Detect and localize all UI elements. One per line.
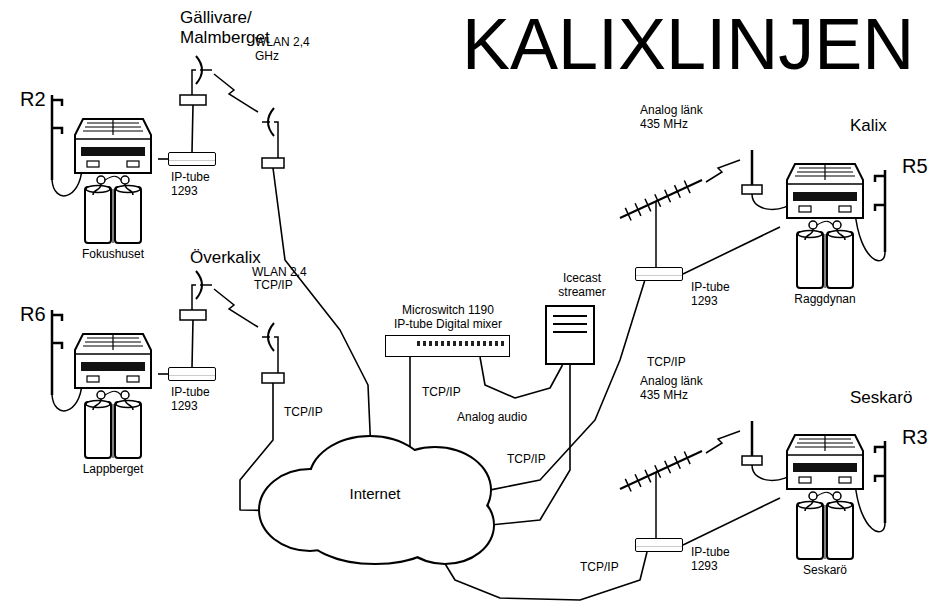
site-name: Seskarö (850, 388, 912, 408)
kalix-site (620, 150, 885, 288)
node-text: IP-tube 1293 (691, 545, 746, 573)
link-label: Analog länk 435 MHz (640, 104, 725, 132)
network-link (683, 227, 780, 274)
link-label: Analog audio (455, 410, 529, 424)
network-link (409, 357, 411, 447)
network-link (192, 105, 370, 435)
node-text: Internet (350, 485, 401, 503)
repeater-id: R2 (20, 88, 46, 111)
node-text: Seskarö (760, 563, 890, 577)
link-label: TCP/IP (420, 385, 463, 399)
seskaro-site (620, 421, 885, 559)
ip-tube-box: IP-tube 1293 (168, 367, 216, 381)
repeater-id: R5 (902, 155, 928, 178)
node-text: Fokushuset (48, 247, 178, 261)
diagram-title: KALIXLINJEN (462, 4, 914, 84)
repeater-station: Lappberget (68, 320, 158, 460)
link-label: TCP/IP (578, 560, 621, 574)
node-text: IP-tube 1293 (171, 385, 226, 413)
link-label: TCP/IP (505, 452, 548, 466)
network-link (158, 373, 168, 375)
link-label: TCP/IP (645, 355, 688, 369)
repeater-id: R6 (20, 303, 46, 326)
ip-tube-box: IP-tube 1293 (168, 152, 216, 166)
digital-mixer: Microswitch 1190 IP-tube Digital mixer (385, 335, 510, 357)
link-label: Analog länk 435 MHz (640, 375, 725, 403)
node-text: Raggdynan (760, 292, 890, 306)
site-name: Överkalix (190, 248, 261, 268)
link-label: WLAN 2,4 GHz (255, 36, 315, 64)
repeater-station: Seskarö (780, 421, 870, 561)
node-text: IP-tube 1293 (691, 280, 746, 308)
network-link (683, 498, 780, 545)
link-label: TCP/IP (252, 278, 295, 292)
ip-tube-box: IP-tube 1293 (635, 538, 683, 552)
network-link (158, 158, 168, 160)
repeater-id: R3 (902, 426, 928, 449)
ip-tube-box: IP-tube 1293 (635, 267, 683, 281)
node-text: IP-tube 1293 (171, 170, 226, 198)
node-text: Icecast streamer (547, 271, 617, 299)
overkalix-site (52, 271, 284, 458)
internet-cloud: Internet (255, 435, 495, 565)
network-link (492, 281, 645, 490)
gallivare-site (52, 56, 284, 243)
network-link (192, 320, 273, 510)
site-name: Kalix (850, 116, 887, 136)
streaming-server: Icecast streamer (545, 305, 595, 365)
network-link (493, 365, 570, 525)
network-link (445, 552, 647, 600)
link-label: TCP/IP (282, 405, 325, 419)
repeater-station: Fokushuset (68, 105, 158, 245)
node-text: Lappberget (48, 462, 178, 476)
node-text: Microswitch 1190 IP-tube Digital mixer (393, 303, 503, 331)
repeater-station: Raggdynan (780, 150, 870, 290)
